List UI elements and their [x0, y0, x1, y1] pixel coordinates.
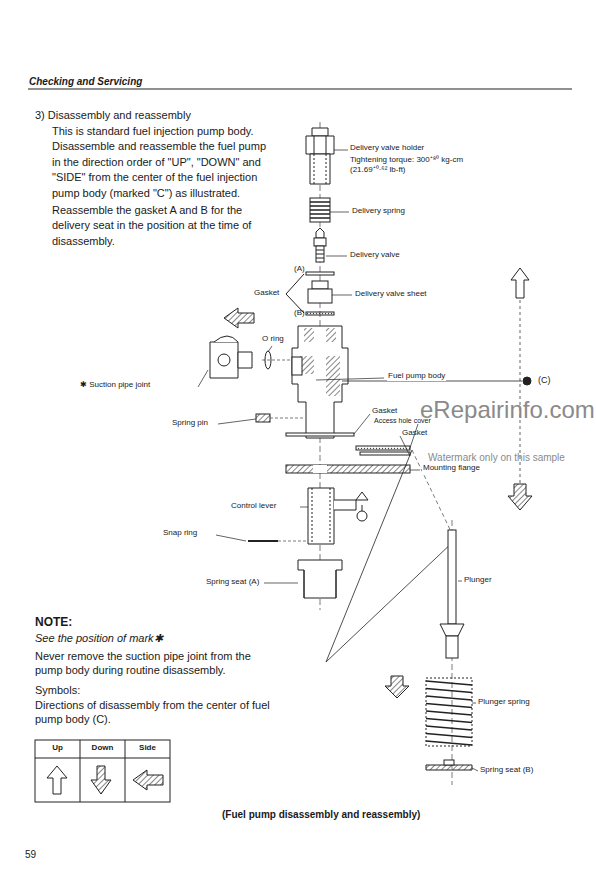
part-label: Plunger [464, 575, 492, 585]
spring-coil [426, 681, 472, 685]
watermark: eRepairinfo.com [420, 394, 595, 425]
note-heading: Symbols: [35, 683, 80, 697]
part-label: Delivery valve sheet [355, 289, 427, 299]
part-label: Spring seat (A) [206, 577, 259, 587]
part-label: Spring pin [172, 418, 208, 428]
callout-label: (B) [294, 308, 305, 318]
spring-coil [426, 734, 472, 738]
spring-coil [426, 726, 472, 730]
part-label: Mounting flange [422, 463, 481, 473]
spring-coil [426, 696, 472, 700]
page-heading: Checking and Servicing [29, 75, 142, 88]
spring-coil [426, 689, 472, 693]
note-text: Directions of disassembly from the cente… [35, 698, 270, 727]
part-label: Delivery spring [352, 206, 405, 216]
part-label: Spring seat (B) [480, 765, 533, 775]
part-label: Control lever [231, 501, 276, 511]
callout-label: (A) [294, 264, 305, 274]
spring-coil [426, 704, 472, 708]
part-label: Gasket [402, 428, 427, 438]
table-cell: Up [36, 743, 79, 753]
callout-label: (C) [538, 375, 551, 387]
part-label: Delivery valve holder [350, 143, 424, 153]
torque-spec: Tightening torque: 300⁺⁸⁰ kg-cm (21.69⁺⁰… [350, 155, 500, 176]
part-label: Fuel pump body [387, 371, 446, 381]
spring-coil [426, 719, 472, 723]
part-label: Gasket [254, 288, 279, 298]
part-label: Plunger spring [478, 697, 530, 707]
body-text: This is standard fuel injection pump bod… [52, 124, 267, 201]
section-heading: 3) Disassembly and reassembly [35, 108, 191, 122]
page-number: 59 [25, 848, 36, 861]
table-cell: Down [81, 743, 124, 753]
note-text: Never remove the suction pipe joint from… [35, 649, 270, 678]
spring-coil [426, 741, 472, 745]
table-cell: Side [126, 743, 169, 753]
part-label: Delivery valve [350, 250, 400, 260]
figure-caption: (Fuel pump disassembly and reassembly) [222, 808, 420, 821]
part-label: Gasket [372, 406, 397, 416]
watermark: Watermark only on this sample [428, 451, 565, 464]
part-label: Snap ring [163, 528, 197, 538]
note-text: See the position of mark✱ [35, 631, 163, 645]
part-label: ✱ Suction pipe joint [80, 380, 150, 390]
note-heading: NOTE: [35, 615, 72, 631]
body-text: Reassemble the gasket A and B for the de… [52, 203, 267, 249]
spring-coil [426, 711, 472, 715]
part-label: O ring [262, 334, 284, 344]
